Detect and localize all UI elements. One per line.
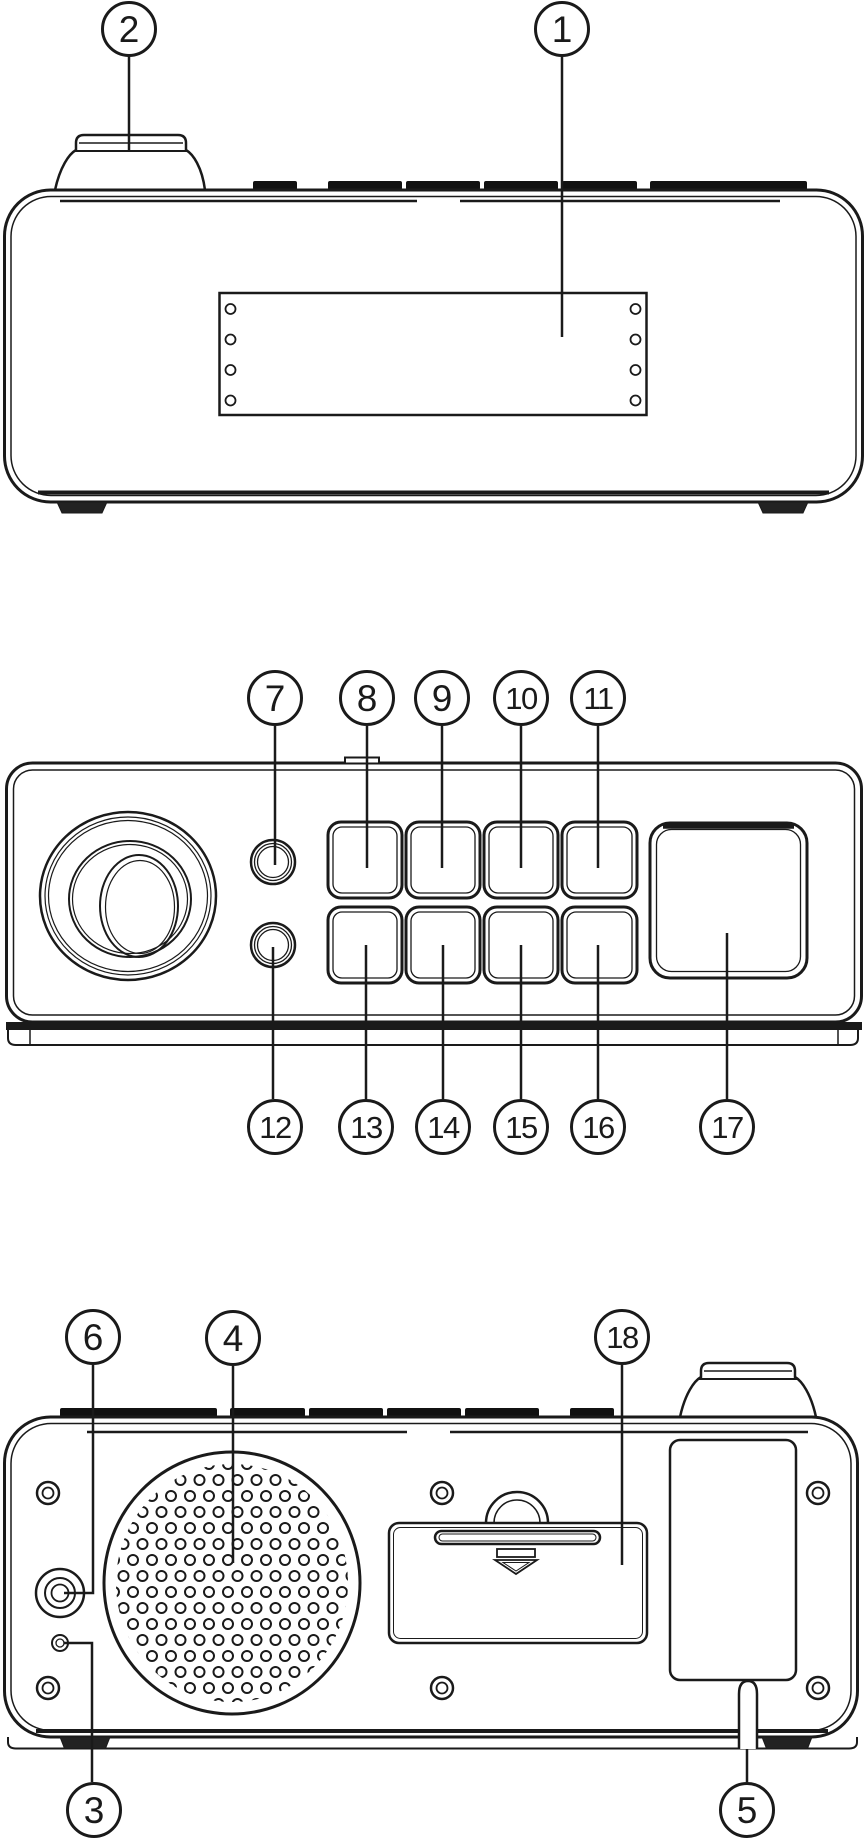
callout-17: 17 [699, 1099, 755, 1155]
rotary-knob-rear [678, 1361, 818, 1419]
callout-4: 4 [205, 1310, 261, 1366]
top-base [7, 1030, 859, 1046]
callout-18: 18 [594, 1309, 650, 1365]
front-view [3, 56, 864, 514]
top-cabinet-inner [12, 769, 856, 1016]
rotary-knob-top [53, 133, 207, 192]
callout-15: 15 [493, 1099, 549, 1155]
large-key [648, 821, 809, 980]
side-panel [668, 1438, 798, 1682]
battery-door [387, 1490, 649, 1645]
callout-13: 13 [338, 1099, 394, 1155]
rear-feet [59, 1736, 813, 1749]
front-feet [56, 501, 809, 514]
top-button-tabs [253, 181, 807, 190]
screw-holes [35, 1480, 831, 1701]
rear-view [3, 1361, 859, 1782]
callout-lines-top-lower [271, 933, 729, 1099]
callout-10: 10 [493, 670, 549, 726]
callout-6: 6 [65, 1309, 121, 1365]
top-front-edge [6, 1022, 862, 1030]
display-mount-holes [224, 303, 642, 407]
round-button-upper [249, 838, 297, 886]
slide-arrow [492, 1548, 540, 1576]
callout-2: 2 [101, 1, 157, 57]
rear-base [7, 1737, 858, 1750]
callout-3: 3 [66, 1782, 122, 1838]
callout-5: 5 [719, 1782, 775, 1838]
callout-12: 12 [247, 1099, 303, 1155]
callout-14: 14 [415, 1099, 471, 1155]
front-cabinet-inner [10, 195, 857, 497]
callout-8: 8 [339, 670, 395, 726]
display-window [218, 291, 648, 417]
cable-notch [737, 1679, 759, 1749]
callout-1: 1 [534, 1, 590, 57]
callout-16: 16 [570, 1099, 626, 1155]
top-view [5, 726, 863, 1099]
callout-7: 7 [247, 670, 303, 726]
callout-lines-front [127, 56, 564, 337]
speaker-grille [102, 1450, 362, 1716]
top-base-ticks [29, 1030, 839, 1045]
top-edge-notch [344, 756, 380, 765]
callout-9: 9 [414, 670, 470, 726]
callout-lines-top-upper [273, 726, 600, 868]
rear-button-tabs [60, 1408, 614, 1417]
rotary-knob [38, 810, 218, 982]
callout-11: 11 [570, 670, 626, 726]
callout-lines-rear [64, 1365, 749, 1782]
